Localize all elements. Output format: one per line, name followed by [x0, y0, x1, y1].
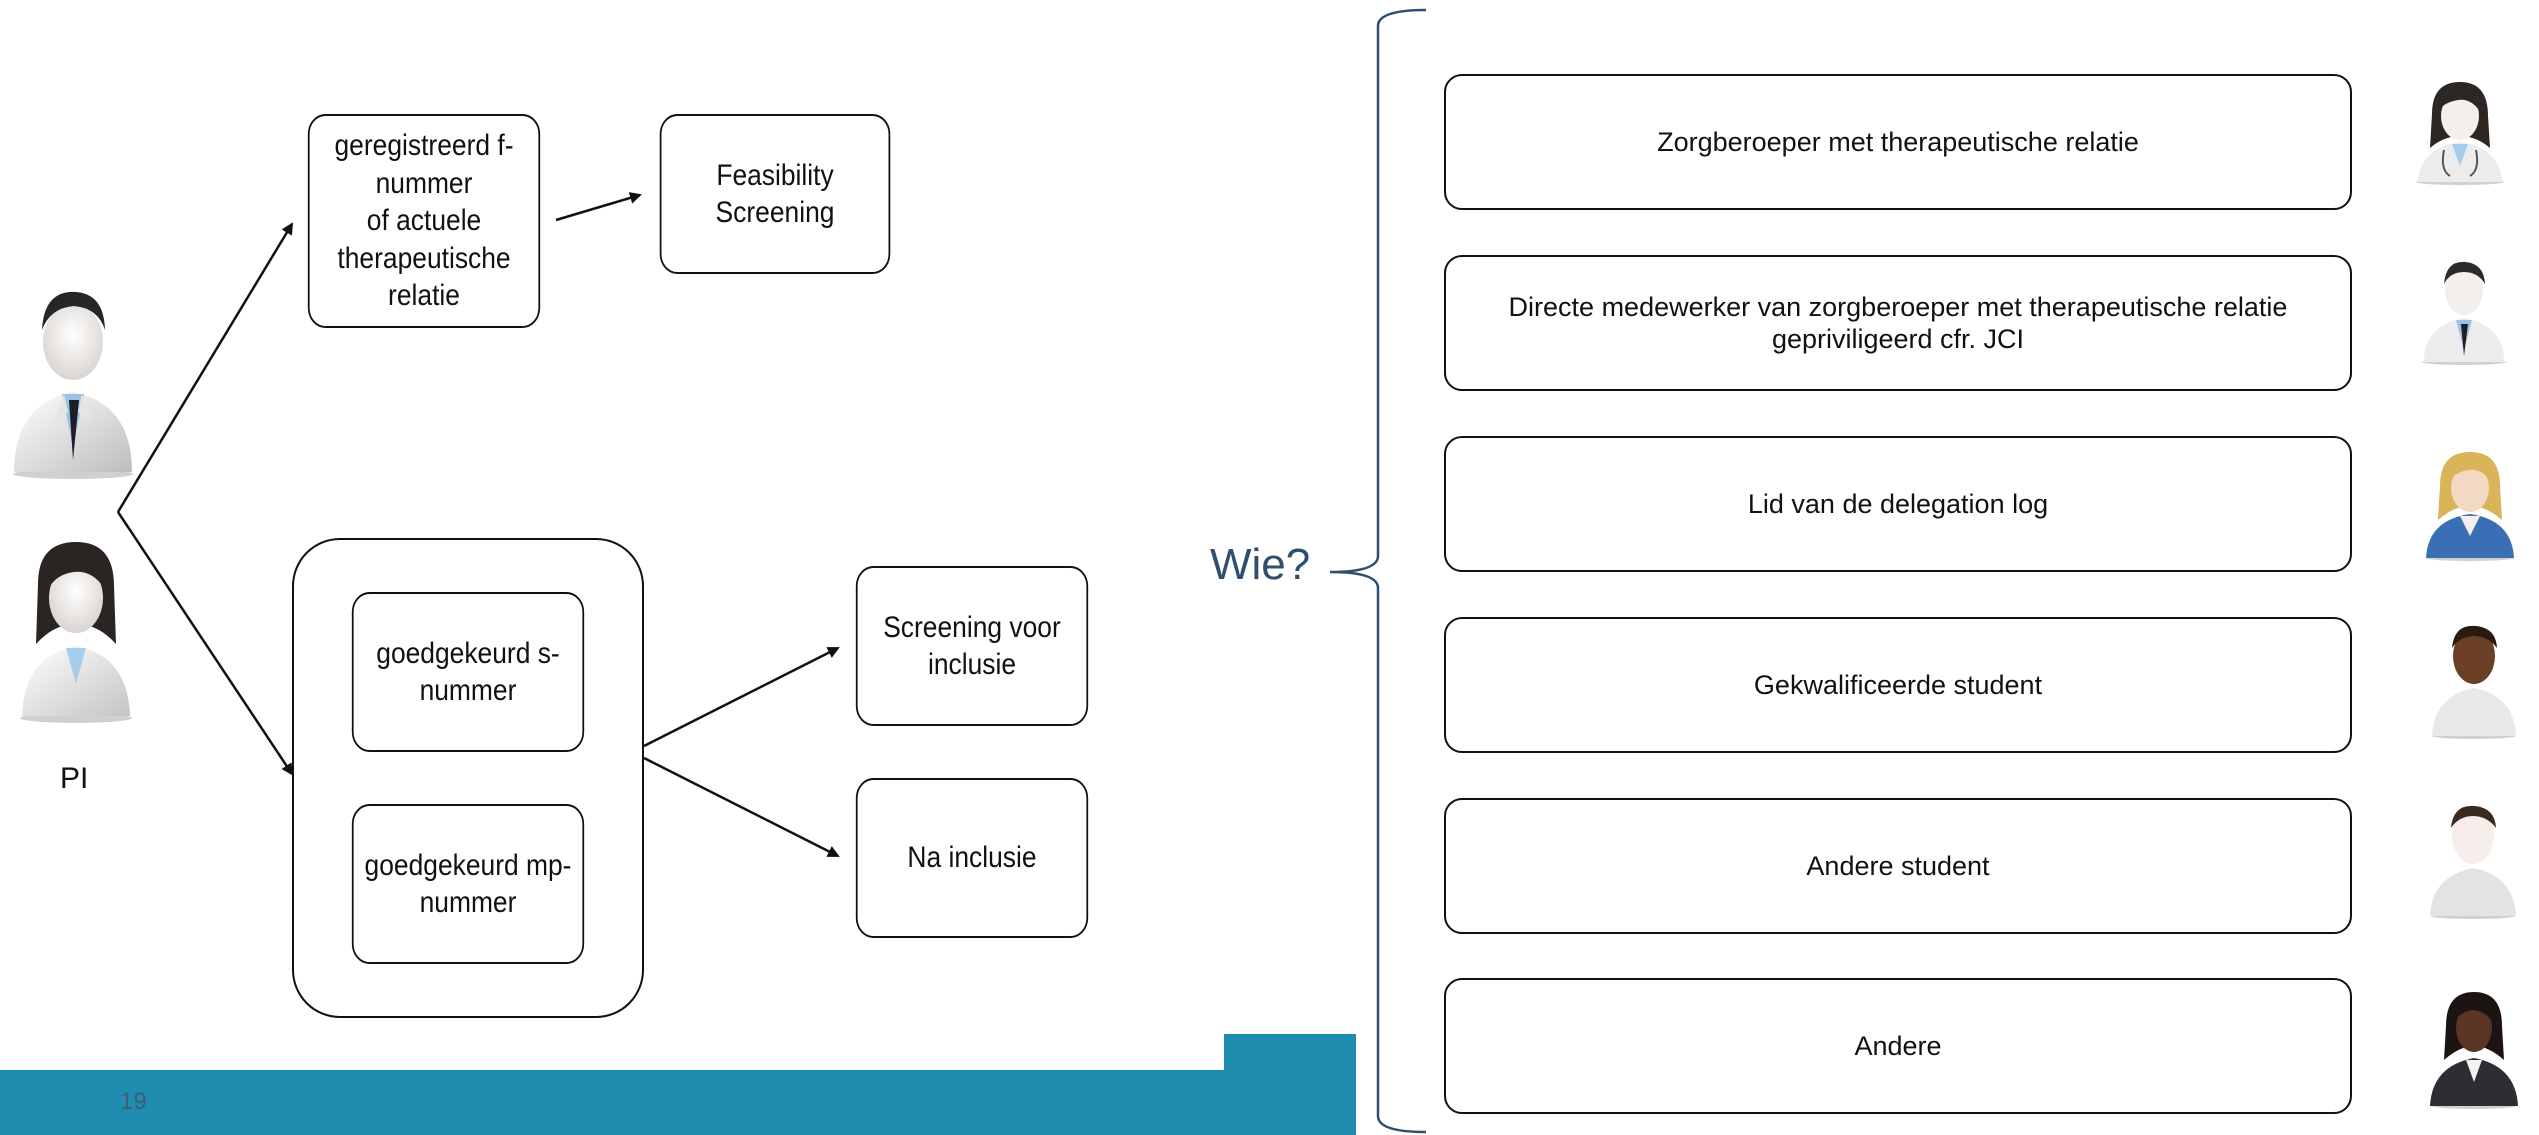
role-box-directe-medewerker: Directe medewerker van zorgberoeper met … [1444, 255, 2352, 391]
feasibility-line-1: Feasibility [716, 158, 834, 192]
approved-mp-line-2: nummer [419, 886, 517, 919]
screening-inclusion-box: Screening voor inclusie [855, 566, 1089, 726]
after-inclusion-box: Na inclusie [855, 778, 1089, 938]
screening-line-2: inclusie [927, 648, 1017, 681]
registration-line-2: nummer [375, 166, 473, 200]
female-doctor-icon [2416, 82, 2504, 185]
role-label: Gekwalificeerde student [1753, 669, 2043, 700]
role-label: Andere [1854, 1030, 1942, 1061]
male-doctor-icon [13, 291, 133, 479]
registration-box: geregistreerd f- nummer of actuele thera… [307, 114, 541, 328]
male-doctor-icon [2422, 261, 2506, 365]
role-label: Lid van de delegation log [1747, 488, 2049, 519]
arrow-pi-to-registration [116, 222, 294, 513]
after-inclusion-label: Na inclusie [907, 841, 1037, 875]
businesswoman-icon [2430, 992, 2518, 1109]
feasibility-screening-box: Feasibility Screening [659, 114, 891, 274]
blonde-woman-icon [2426, 452, 2514, 561]
arrow-group-to-screening [643, 646, 840, 748]
approved-s-line-2: nummer [419, 674, 517, 707]
role-label-line-1: Directe medewerker van zorgberoeper met … [1508, 291, 2288, 322]
student-dark-icon [2432, 625, 2516, 739]
page-number: 19 [120, 1088, 147, 1115]
role-box-gekwalificeerde-student: Gekwalificeerde student [1444, 617, 2352, 753]
approved-mp-line-1: goedgekeurd mp- [364, 848, 572, 882]
footer-bar [0, 1070, 1356, 1135]
registration-line-1: geregistreerd f- [334, 129, 514, 163]
pi-label: PI [60, 762, 89, 795]
role-label-line-2: gepriviligeerd cfr. JCI [1771, 324, 2025, 354]
screening-line-1: Screening voor [883, 610, 1061, 644]
arrow-registration-to-feasibility [555, 192, 642, 222]
question-wie: Wie? [1210, 540, 1311, 589]
feasibility-line-2: Screening [715, 196, 835, 229]
approved-s-line-1: goedgekeurd s- [376, 636, 560, 670]
registration-line-4: therapeutische relatie [337, 241, 511, 313]
footer-accent-block [1224, 1034, 1356, 1070]
role-box-andere: Andere [1444, 978, 2352, 1114]
female-doctor-icon [20, 542, 132, 723]
approved-mp-number-box: goedgekeurd mp- nummer [351, 804, 585, 964]
approved-s-number-box: goedgekeurd s- nummer [351, 592, 585, 752]
curly-brace [1329, 8, 1427, 1134]
registration-line-3: of actuele [366, 204, 482, 238]
student-light-icon [2430, 805, 2516, 919]
arrow-group-to-after-inclusion [643, 756, 840, 858]
role-box-delegation-log: Lid van de delegation log [1444, 436, 2352, 572]
role-box-zorgberoeper: Zorgberoeper met therapeutische relatie [1444, 74, 2352, 210]
arrow-pi-to-approved-group [116, 511, 294, 776]
role-box-andere-student: Andere student [1444, 798, 2352, 934]
role-label: Andere student [1806, 850, 1990, 881]
role-label: Zorgberoeper met therapeutische relatie [1657, 126, 2139, 157]
